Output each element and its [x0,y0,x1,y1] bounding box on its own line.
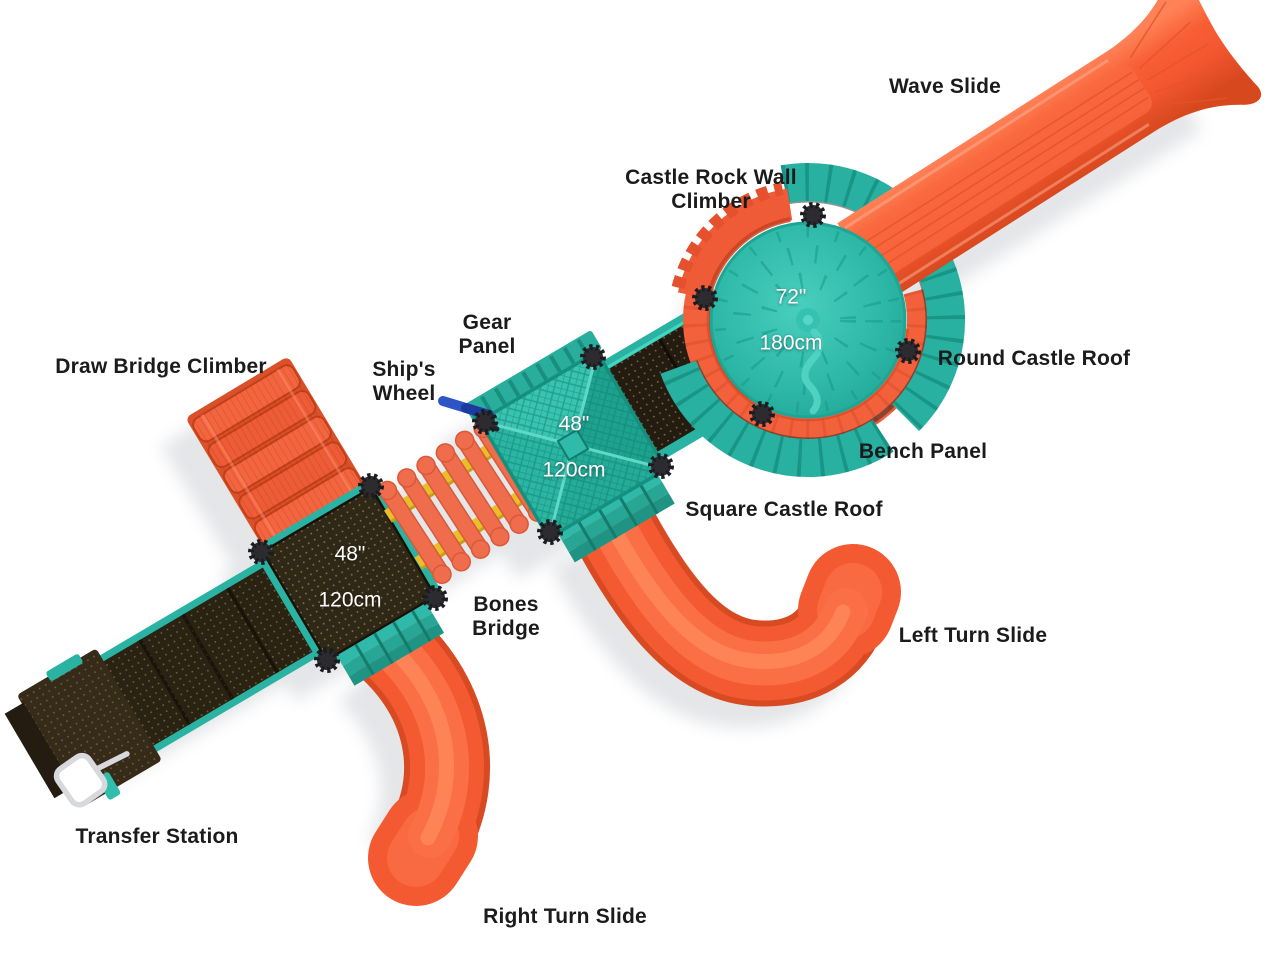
gear-connectors [248,202,921,673]
wave-slide [837,0,1262,302]
square-castle [464,331,675,563]
draw-bridge-climber [187,358,368,552]
lower-deck [253,478,445,686]
transfer-station-handle [53,751,130,808]
left-turn-slide [568,479,901,707]
right-turn-slide [349,605,491,906]
round-castle-deck [709,221,907,419]
castle-rock-wall-climber [671,182,793,300]
transfer-station-ramp [4,555,327,808]
